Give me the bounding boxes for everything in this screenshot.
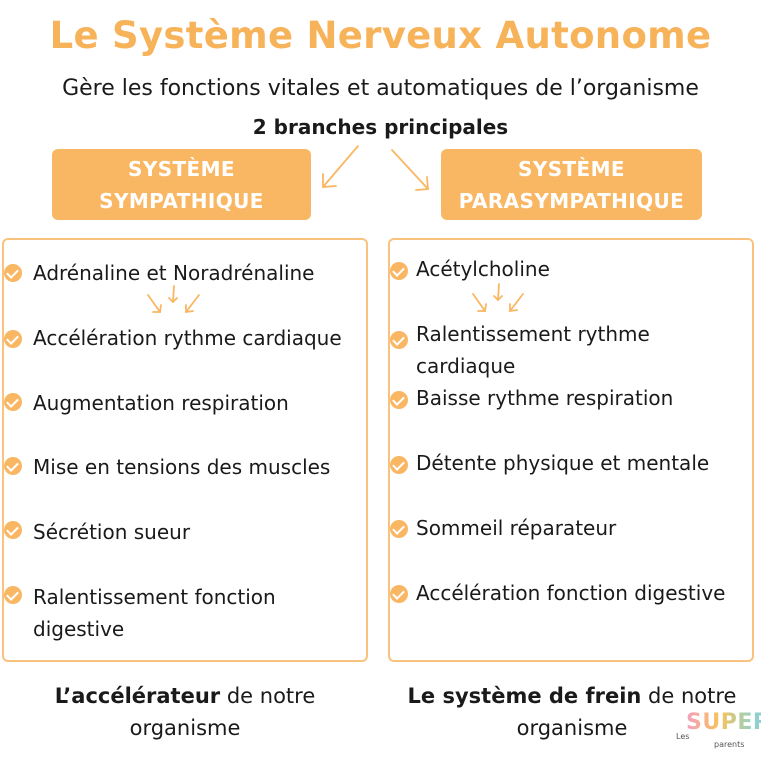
footer-sympathique-rest: de notre	[220, 684, 316, 708]
sympathique-item-3: Augmentation respiration	[33, 391, 289, 415]
header-parasympathique: SYSTÈME PARASYMPATHIQUE	[441, 149, 702, 220]
left-cascade-arrows-icon	[147, 285, 200, 314]
check-icon	[390, 262, 408, 280]
header-sympathique: SYSTÈME SYMPATHIQUE	[52, 149, 311, 220]
sympathique-item-2: Accélération rythme cardiaque	[33, 326, 342, 350]
footer-parasympathique-rest: de notre	[641, 684, 737, 708]
footer-parasympathique-bold: Le système de frein	[407, 684, 642, 708]
sympathique-item-5: Sécrétion sueur	[33, 520, 191, 544]
footer-sympathique-bold: L’accélérateur	[54, 684, 221, 708]
panel-sympathique	[2, 238, 368, 662]
logo-les: Les	[676, 732, 690, 741]
header-parasympathique-line1: SYSTÈME	[518, 156, 625, 181]
check-icon	[4, 521, 22, 539]
footer-sympathique: L’accélérateur de notre organisme	[10, 680, 360, 744]
arrow-to-sympathique-icon	[322, 145, 359, 188]
parasympathique-item-3: Baisse rythme respiration	[416, 386, 674, 410]
header-sympathique-line2: SYMPATHIQUE	[99, 188, 264, 213]
parasympathique-item-6: Accélération fonction digestive	[416, 581, 726, 605]
check-icon	[390, 456, 408, 474]
header-parasympathique-line2: PARASYMPATHIQUE	[458, 188, 685, 213]
sympathique-item-1: Adrénaline et Noradrénaline	[33, 261, 315, 285]
parasympathique-item-4: Détente physique et mentale	[416, 451, 710, 475]
check-icon	[390, 585, 408, 603]
sympathique-item-6: Ralentissement fonction	[33, 585, 276, 609]
sympathique-item-6-cont: digestive	[33, 617, 125, 641]
check-icon	[390, 520, 408, 538]
page-subtitle: Gère les fonctions vitales et automatiqu…	[62, 76, 699, 101]
parasympathique-item-5: Sommeil réparateur	[416, 516, 617, 540]
sympathique-item-4: Mise en tensions des muscles	[33, 455, 331, 479]
check-icon	[4, 586, 22, 604]
logo-supers: SUPERS	[686, 710, 761, 735]
panel-parasympathique	[388, 238, 754, 662]
footer-sympathique-line1: L’accélérateur de notre	[10, 680, 360, 712]
right-cascade-arrows-icon	[472, 283, 524, 313]
arrow-to-parasympathique-icon	[391, 149, 429, 191]
check-icon	[390, 391, 408, 409]
footer-parasympathique-line2: organisme	[516, 716, 628, 740]
check-icon	[4, 457, 22, 475]
footer-sympathique-line2: organisme	[129, 716, 241, 740]
check-icon	[4, 264, 22, 282]
logo-parents: parents	[714, 740, 745, 749]
check-icon	[390, 331, 408, 349]
brand-logo: Les SUPERS parents	[676, 708, 761, 758]
check-icon	[4, 330, 22, 348]
footer-parasympathique: Le système de frein de notre organisme	[394, 680, 750, 744]
check-icon	[4, 393, 22, 411]
footer-parasympathique-line1: Le système de frein de notre	[394, 680, 750, 712]
parasympathique-item-1: Acétylcholine	[416, 257, 550, 281]
parasympathique-item-2-cont: cardiaque	[416, 354, 516, 378]
header-sympathique-line1: SYSTÈME	[128, 156, 235, 181]
parasympathique-item-2: Ralentissement rythme	[416, 322, 650, 346]
branches-label: 2 branches principales	[252, 115, 509, 139]
page-title: Le Système Nerveux Autonome	[49, 14, 712, 57]
